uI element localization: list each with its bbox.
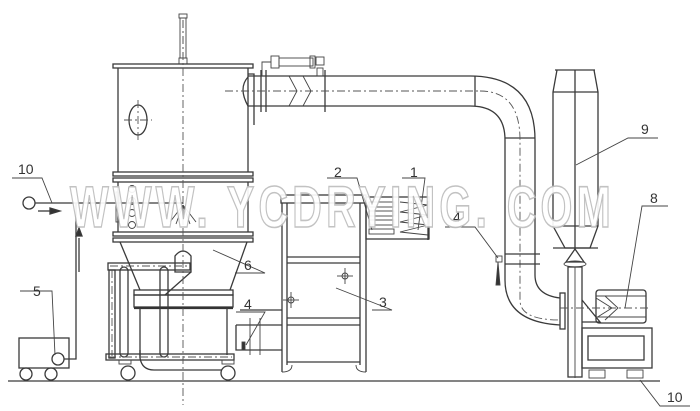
fluid-bed-tower	[105, 13, 254, 405]
wheel-icon	[44, 367, 58, 381]
callout-7: 10	[18, 161, 34, 177]
callout-8: 8	[650, 190, 658, 206]
callout-5: 6	[244, 257, 252, 273]
exhaust-fan	[560, 289, 653, 379]
callout-1: 1	[410, 164, 418, 180]
callout-6: 5	[33, 283, 41, 299]
leader-lines	[12, 137, 690, 407]
heater-cabinet	[235, 194, 430, 373]
wheel-icon	[19, 367, 33, 381]
heater-coil-icon	[399, 201, 429, 236]
callout-4-outlet: 4	[453, 209, 461, 225]
callout-4-inlet: 4	[244, 296, 252, 312]
callout-2: 2	[334, 164, 342, 180]
outlet-damper	[495, 255, 503, 286]
exhaust-duct	[225, 55, 569, 332]
wheel-icon	[120, 365, 136, 381]
watermark: WWW. YCDRYING. COM	[70, 175, 615, 240]
callout-9: 9	[641, 121, 649, 137]
callout-3: 3	[379, 294, 387, 310]
wheel-icon	[220, 365, 236, 381]
callout-10: 10	[667, 389, 683, 405]
pump-cart	[18, 196, 183, 381]
